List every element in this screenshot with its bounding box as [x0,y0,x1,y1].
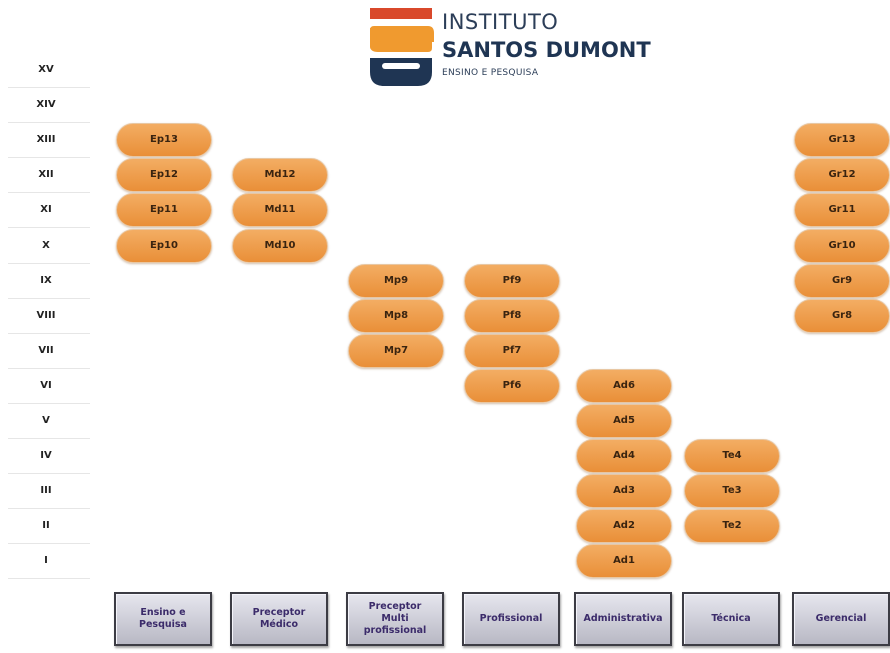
level-label-iv: IV [40,450,52,462]
position-pill-ad5: Ad5 [576,404,672,438]
position-pill-gr8: Gr8 [794,298,890,333]
level-label-ix: IX [40,274,52,286]
position-pill-mp9: Mp9 [348,263,444,298]
category-box: Gerencial [792,592,890,646]
level-divider [8,367,90,369]
position-pill-pf9: Pf9 [464,263,560,298]
level-label-vii: VII [38,344,54,356]
position-pill-te2: Te2 [684,509,780,544]
level-label-xiv: XIV [36,99,56,111]
logo-tagline: ENSINO E PESQUISA [442,68,539,78]
position-pill-md12: Md12 [232,158,328,193]
level-divider [8,543,90,545]
level-divider [8,262,90,264]
level-label-iii: III [40,485,52,497]
position-pill-ep11: Ep11 [116,193,212,228]
position-pill-md11: Md11 [232,193,328,228]
category-box: Preceptor Médico [230,592,328,646]
level-divider [8,473,90,475]
position-pill-ep12: Ep12 [116,158,212,193]
category-box: Técnica [682,592,780,646]
logo-mark-icon [370,8,434,86]
category-box: Administrativa [574,592,672,646]
level-label-v: V [42,415,50,426]
position-pill-te4: Te4 [684,439,780,474]
category-box: Ensino e Pesquisa [114,592,212,646]
level-label-ii: II [42,520,50,532]
level-label-xii: XII [38,169,54,181]
position-pill-md10: Md10 [232,228,328,263]
category-box: Profissional [462,592,560,646]
level-divider [8,87,90,88]
level-divider [8,508,90,510]
position-pill-pf6: Pf6 [464,368,560,403]
logo-title-line2: SANTOS DUMONT [442,38,651,62]
position-pill-mp7: Mp7 [348,333,444,368]
logo-title-line1: INSTITUTO [442,10,559,34]
level-divider [8,122,90,124]
position-pill-mp8: Mp8 [348,298,444,333]
level-label-xiii: XIII [36,134,56,146]
position-pill-pf8: Pf8 [464,298,560,333]
position-pill-gr11: Gr11 [794,193,890,228]
level-label-i: I [44,555,48,567]
position-pill-ad1: Ad1 [576,544,672,579]
position-pill-te3: Te3 [684,474,780,509]
position-pill-gr9: Gr9 [794,263,890,298]
level-divider [8,297,90,299]
position-pill-gr12: Gr12 [794,158,890,193]
level-label-vi: VI [40,379,52,391]
position-pill-ad3: Ad3 [576,474,672,509]
level-divider [8,332,90,334]
level-divider [8,192,90,194]
institute-logo: INSTITUTO SANTOS DUMONT ENSINO E PESQUIS… [368,6,668,88]
position-pill-ad4: Ad4 [576,439,672,474]
level-label-xv: XV [38,64,54,75]
position-pill-gr13: Gr13 [794,123,890,158]
level-label-x: X [42,239,50,251]
level-divider [8,227,90,229]
position-pill-pf7: Pf7 [464,333,560,368]
level-divider [8,438,90,439]
position-pill-ep13: Ep13 [116,123,212,158]
category-box: Preceptor Multi profissional [346,592,444,646]
level-label-viii: VIII [36,309,56,321]
level-divider [8,157,90,159]
position-pill-ep10: Ep10 [116,228,212,263]
position-pill-ad2: Ad2 [576,509,672,544]
position-pill-ad6: Ad6 [576,368,672,403]
level-divider [8,578,90,580]
position-pill-gr10: Gr10 [794,228,890,263]
level-label-xi: XI [40,204,52,216]
level-divider [8,402,90,404]
